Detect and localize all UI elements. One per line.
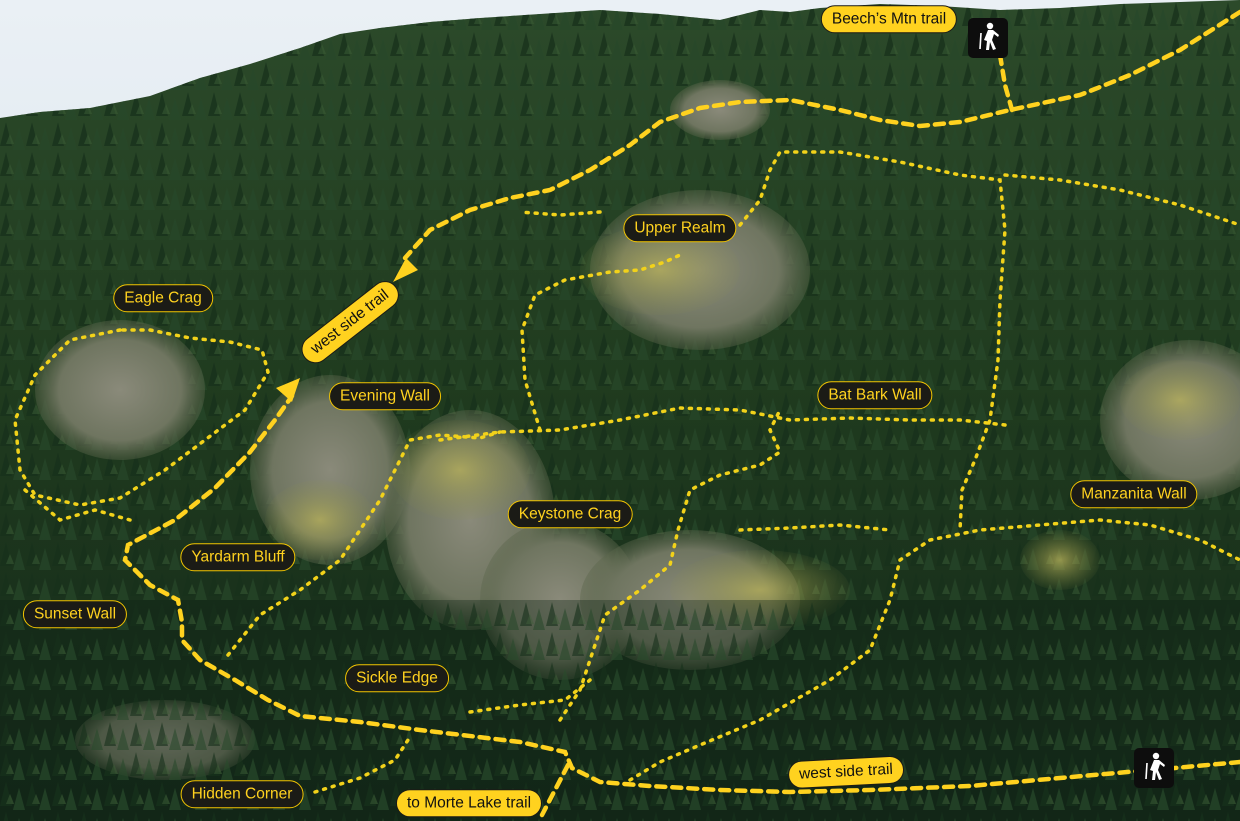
arrow-west-side-up bbox=[276, 378, 300, 402]
outline-hidden-corner bbox=[313, 738, 410, 794]
label-sunset-wall: Sunset Wall bbox=[22, 600, 128, 628]
label-eagle-crag: Eagle Crag bbox=[113, 284, 213, 312]
outline-manzanita-inner bbox=[738, 523, 892, 532]
trail-beech-spur bbox=[997, 52, 1015, 113]
hiker-icon bbox=[968, 18, 1008, 58]
outline-bat-bark-center bbox=[520, 253, 682, 432]
outline-eagle-crag bbox=[13, 328, 270, 507]
arrow-west-side-down bbox=[393, 258, 418, 282]
outline-right-upper bbox=[1003, 173, 1240, 227]
hiker-icon bbox=[1134, 748, 1174, 788]
outline-sunset bbox=[23, 488, 132, 522]
label-keystone-crag: Keystone Crag bbox=[507, 500, 633, 528]
label-bat-bark-wall: Bat Bark Wall bbox=[817, 381, 933, 409]
label-beechs-mtn-trail: Beech’s Mtn trail bbox=[820, 5, 958, 33]
outline-manzanita bbox=[628, 518, 1240, 782]
outline-evening-wall bbox=[226, 430, 502, 657]
trail-morte-lake bbox=[539, 762, 571, 818]
label-upper-realm: Upper Realm bbox=[623, 214, 737, 242]
outline-keystone-crag bbox=[558, 408, 783, 722]
label-yardarm-bluff: Yardarm Bluff bbox=[180, 543, 296, 571]
label-hidden-corner: Hidden Corner bbox=[180, 780, 304, 808]
label-sickle-edge: Sickle Edge bbox=[345, 664, 449, 692]
label-evening-wall: Evening Wall bbox=[329, 382, 441, 410]
label-to-morte-lake-trail: to Morte Lake trail bbox=[395, 789, 543, 817]
outline-upper-realm-right bbox=[738, 150, 1007, 532]
outline-sickle bbox=[468, 678, 592, 714]
trail-west-side-lower bbox=[122, 393, 1240, 795]
trail-west-side-upper bbox=[402, 9, 1240, 261]
outline-bat-bark-wall bbox=[438, 406, 1007, 442]
label-manzanita-wall: Manzanita Wall bbox=[1070, 480, 1198, 508]
